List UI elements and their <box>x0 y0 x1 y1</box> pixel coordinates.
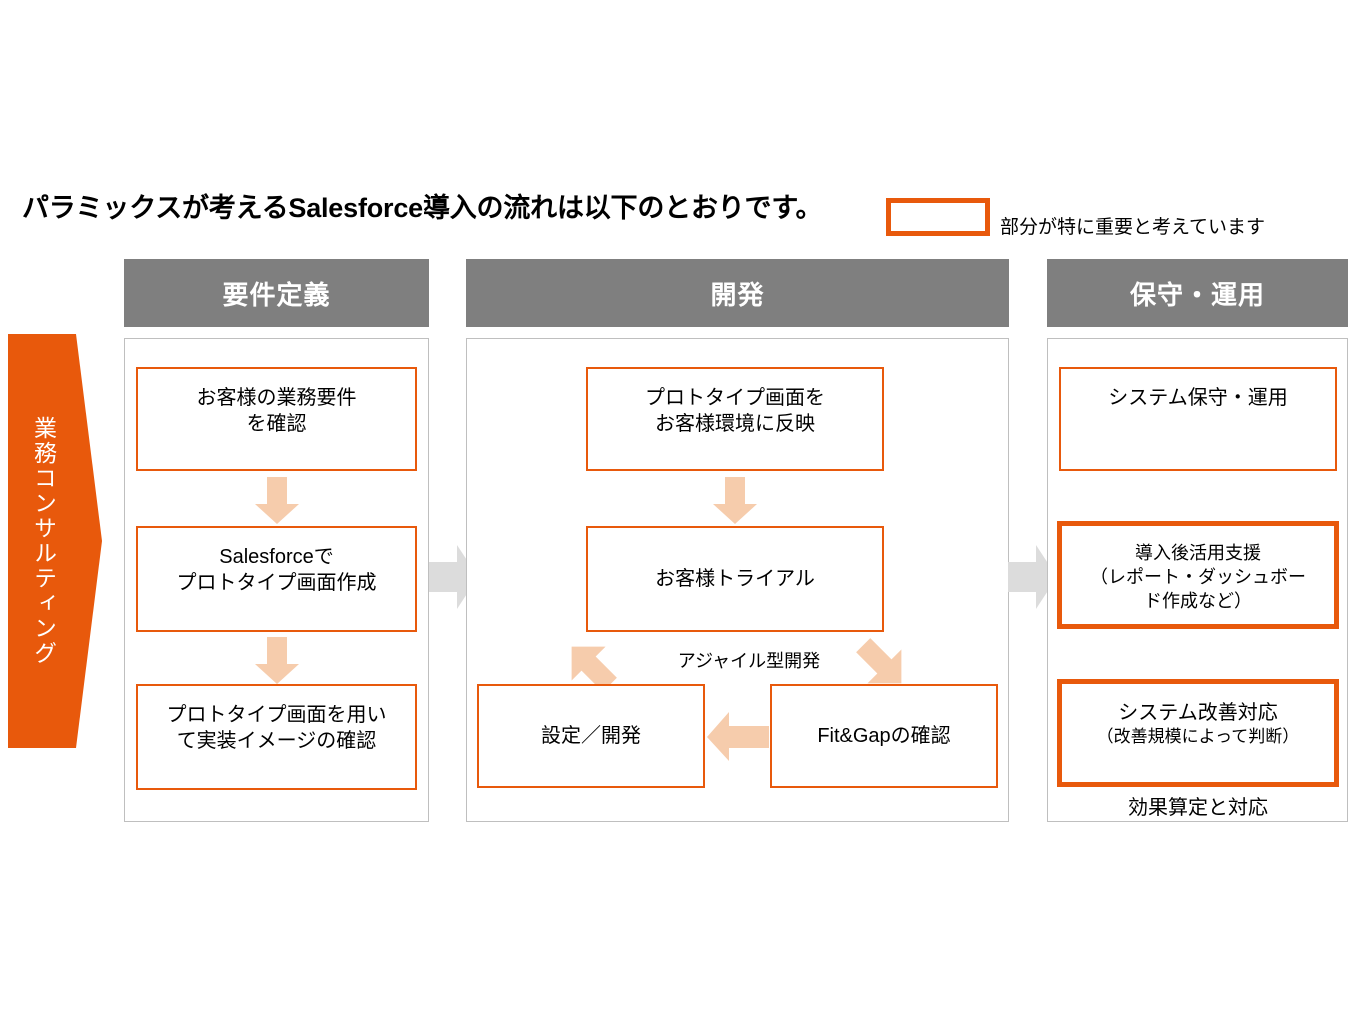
step-box-dev-4[interactable]: Fit&Gapの確認 <box>770 684 998 788</box>
legend-note: 部分が特に重要と考えています <box>1000 217 1266 238</box>
step-box-dev-2[interactable]: お客様トライアル <box>586 526 884 632</box>
step-line-1: システム保守・運用 <box>1108 387 1288 409</box>
phase-header-label: 保守・運用 <box>1129 279 1265 310</box>
step-line-1: Salesforceで <box>219 546 334 568</box>
phase-header-label: 要件定義 <box>222 279 331 310</box>
step-box-dev-1[interactable]: プロトタイプ画面を お客様環境に反映 <box>586 367 884 471</box>
step-line-2: を確認 <box>246 413 307 436</box>
left-arrow-icon <box>707 712 769 762</box>
phase-header-development: 開発 <box>466 259 1009 327</box>
legend-swatch <box>886 198 990 236</box>
step-box-maint-2[interactable]: 導入後活用支援 （レポート・ダッシュボー ド作成など） <box>1057 521 1339 629</box>
cycle-up-arrow-icon <box>562 637 618 693</box>
step-line-3: ド作成など） <box>1144 590 1252 611</box>
phase-header-maintenance: 保守・運用 <box>1047 259 1348 327</box>
step-box-req-3[interactable]: プロトタイプ画面を用い て実装イメージの確認 <box>136 684 417 790</box>
pentagon-arrow-icon <box>8 332 104 750</box>
down-arrow-icon <box>253 477 301 525</box>
step-line-1: システム改善対応 <box>1118 702 1278 724</box>
step-line-1: プロトタイプ画面を用い <box>166 704 387 726</box>
down-arrow-icon <box>711 477 759 525</box>
cycle-label: アジャイル型開発 <box>677 651 821 671</box>
step-box-maint-1[interactable]: システム保守・運用 <box>1059 367 1337 471</box>
step-line-1: Fit&Gapの確認 <box>817 724 951 747</box>
step-line-2: （レポート・ダッシュボー <box>1090 566 1306 587</box>
step-box-req-2[interactable]: Salesforceで プロトタイプ画面作成 <box>136 526 417 632</box>
step-line-2: プロトタイプ画面作成 <box>176 572 377 595</box>
right-arrow-icon <box>1008 543 1058 611</box>
page-title: パラミックスが考えるSalesforce導入の流れは以下のとおりです。 <box>22 193 823 223</box>
step-line-1: プロトタイプ画面を <box>645 387 825 409</box>
step-box-dev-3[interactable]: 設定／開発 <box>477 684 705 788</box>
step-line-1: お客様の業務要件 <box>196 387 357 409</box>
step-line-2: （改善規模によって判断） <box>1096 727 1300 747</box>
step-line-1: 導入後活用支援 <box>1135 543 1261 563</box>
right-arrow-icon <box>429 543 479 611</box>
step-box-req-1[interactable]: お客様の業務要件 を確認 <box>136 367 417 471</box>
down-arrow-icon <box>253 637 301 685</box>
step-line-1: 設定／開発 <box>541 724 641 747</box>
maintenance-footer-note: 効果算定と対応 <box>1128 797 1268 819</box>
phase-header-label: 開発 <box>710 279 765 310</box>
step-line-2: お客様環境に反映 <box>655 413 815 436</box>
phase-header-requirements: 要件定義 <box>124 259 429 327</box>
step-box-maint-3[interactable]: システム改善対応 （改善規模によって判断） <box>1057 679 1339 787</box>
step-line-2: て実装イメージの確認 <box>176 730 377 753</box>
cycle-down-arrow-icon <box>855 637 911 693</box>
step-line-1: お客様トライアル <box>655 567 815 590</box>
